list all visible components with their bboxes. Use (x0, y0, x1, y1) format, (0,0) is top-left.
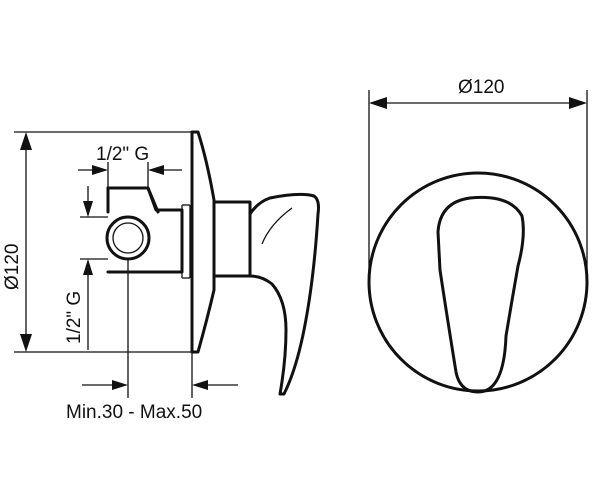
depth-range-label: Min.30 - Max.50 (66, 402, 202, 423)
thread-side-arrow-top (83, 201, 93, 217)
front-lever-handle (436, 195, 525, 394)
front-dimensions: Ø120 (368, 77, 588, 282)
depth-arrow-right (192, 380, 208, 390)
side-diameter-label: Ø120 (2, 244, 23, 290)
front-view (367, 171, 589, 394)
handle-sleeve (212, 200, 252, 278)
side-view (105, 130, 320, 396)
thread-top-arrow-right (148, 165, 164, 175)
top-inlet-stub (106, 186, 160, 214)
lever-handle-inner (261, 207, 293, 245)
depth-arrow-left (112, 380, 128, 390)
lever-handle-profile (248, 192, 320, 396)
mixer-body (106, 186, 184, 274)
thread-top-arrow-left (92, 165, 108, 175)
front-dia-arrow-right (569, 97, 587, 109)
front-diameter-label: Ø120 (458, 77, 504, 98)
front-dia-arrow-left (369, 97, 387, 109)
dia-arrow-bottom (20, 334, 32, 352)
side-dimensions: Ø120 1/2" G 1/2" G Min.30 - Max.50 (2, 131, 238, 423)
cover-plate-profile (190, 130, 216, 354)
top-thread-label: 1/2" G (96, 144, 149, 165)
side-inlet-inner (112, 222, 144, 254)
side-thread-label: 1/2" G (64, 291, 85, 344)
front-cover-plate (367, 171, 589, 393)
dia-arrow-top (20, 132, 32, 150)
thread-side-arrow-bottom (83, 259, 93, 275)
